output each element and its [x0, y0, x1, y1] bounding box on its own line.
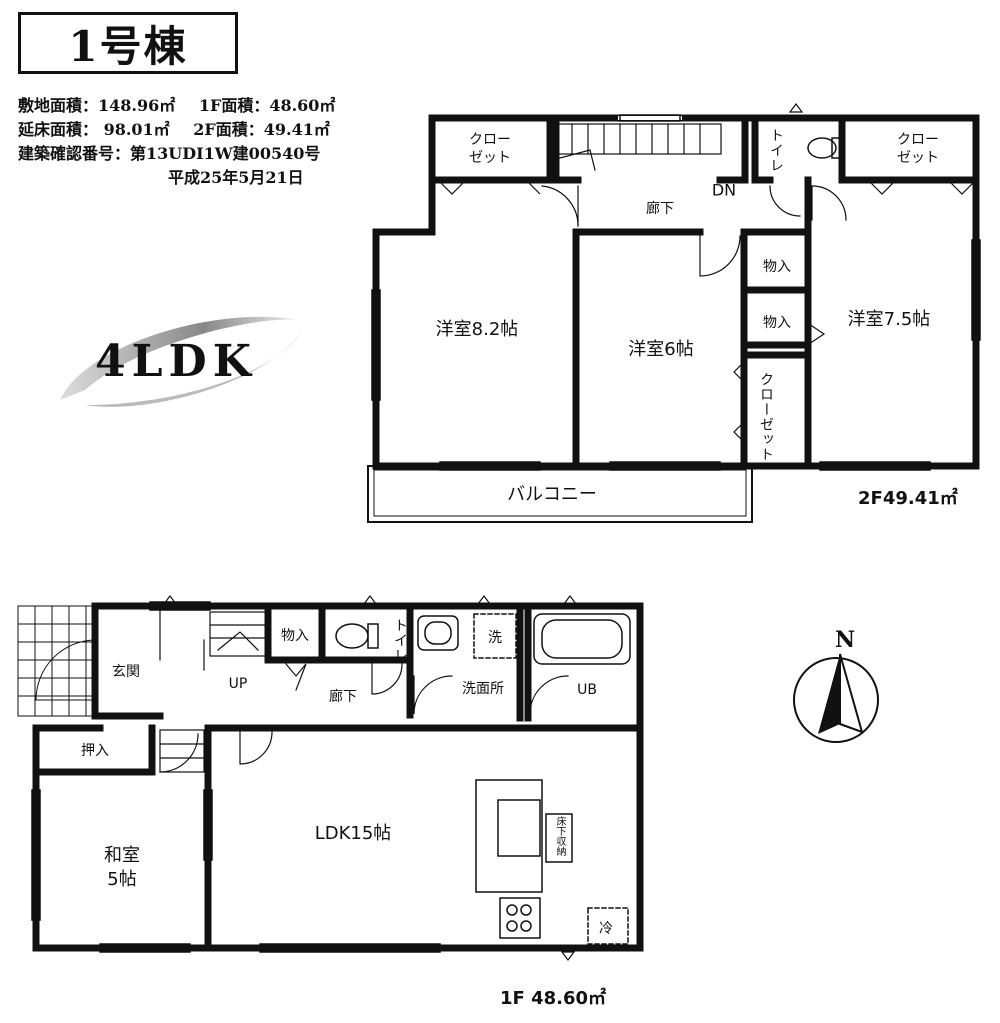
label-storage-1f: 物入: [281, 628, 309, 644]
compass-north-label: N: [834, 627, 856, 653]
label-washroom: 洗面所: [462, 681, 504, 697]
label-closet-2f-vertical: クローゼット: [758, 372, 774, 462]
floor1-area-info: 1F面積：48.60㎡: [198, 96, 336, 115]
site-area: 敷地面積：148.96㎡: [18, 96, 176, 115]
label-storage-2f-2: 物入: [763, 315, 791, 331]
label-bath: UB: [577, 682, 597, 698]
label-room-8-2: 洋室8.2帖: [435, 319, 519, 340]
label-stairs-down: DN: [711, 180, 737, 200]
label-room-6: 洋室6帖: [628, 339, 694, 360]
label-room-7-5: 洋室7.5帖: [847, 309, 931, 330]
label-closet-1f: 押入: [81, 743, 109, 759]
label-tatami-room: 和室 5帖: [104, 845, 140, 890]
building-title: 1号棟: [18, 12, 238, 74]
total-floor-area: 延床面積： 98.01㎡: [18, 120, 170, 139]
label-closet-2f-left: クロー ゼット: [469, 132, 511, 166]
label-underfloor-storage: 床下収納: [554, 816, 565, 856]
label-closet-2f-right: クロー ゼット: [897, 132, 939, 166]
label-stairs-up: UP: [228, 676, 248, 692]
label-fridge: 冷: [599, 921, 613, 937]
floor1-area-label: 1F 48.60㎡: [500, 988, 607, 1009]
layout-type-label: 4LDK: [95, 336, 257, 387]
label-toilet-1f: トイレ: [392, 618, 408, 663]
label-storage-2f-1: 物入: [763, 259, 791, 275]
floor2-area-info: 2F面積：49.41㎡: [193, 120, 330, 139]
floor2-area-label: 2F49.41㎡: [858, 488, 958, 509]
swoosh-badge: [60, 316, 303, 407]
permit-number: 建築確認番号：第13UDI1W建00540号: [18, 144, 321, 163]
label-toilet-2f: トイレ: [768, 128, 784, 173]
info-line-2: 延床面積： 98.01㎡ 2F面積：49.41㎡: [18, 116, 330, 140]
label-ldk: LDK15帖: [314, 823, 392, 844]
info-line-1: 敷地面積：148.96㎡ 1F面積：48.60㎡: [18, 92, 335, 116]
label-washer: 洗: [488, 630, 502, 646]
floor1-walls: [32, 602, 644, 952]
permit-date: 平成25年5月21日: [168, 168, 304, 187]
north-compass-icon: [793, 653, 879, 743]
label-hallway-1f: 廊下: [329, 689, 357, 705]
floor2-walls: [372, 114, 980, 470]
label-hallway-2f: 廊下: [646, 201, 674, 217]
label-entrance: 玄関: [112, 664, 140, 680]
label-balcony: バルコニー: [507, 484, 597, 505]
